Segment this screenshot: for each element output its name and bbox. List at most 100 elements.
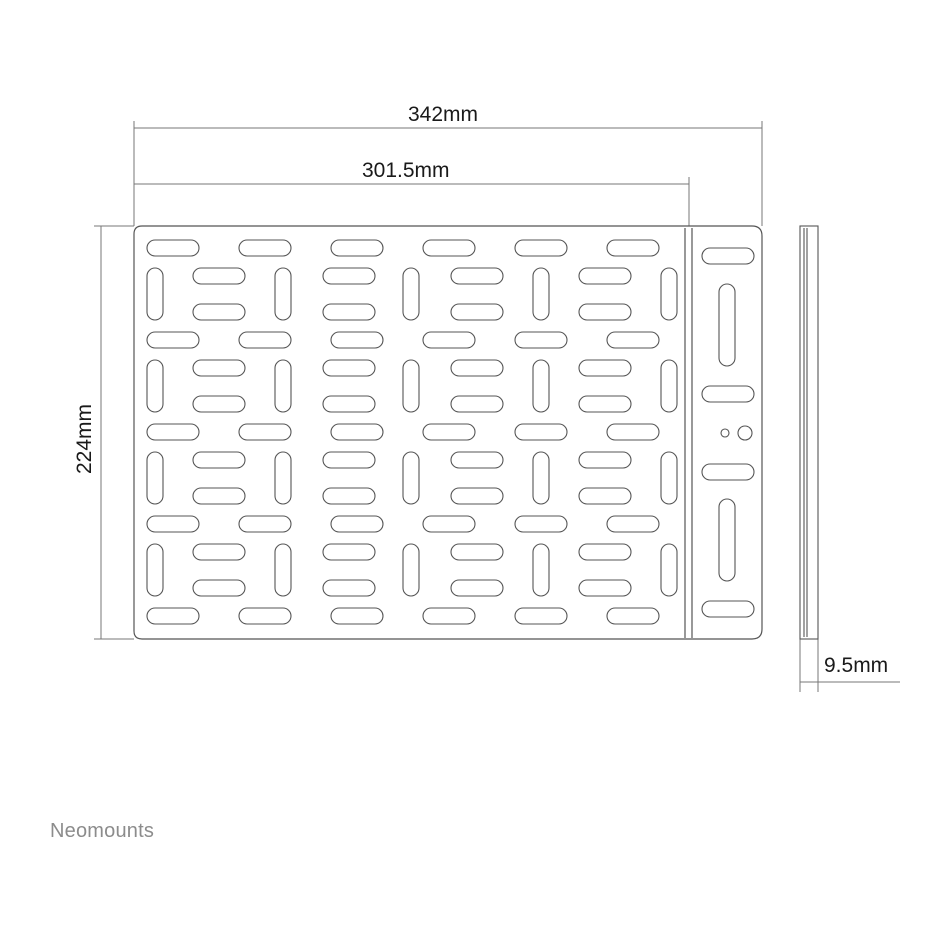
horizontal-slot (450, 579, 504, 597)
dimension-lines (94, 121, 900, 692)
vertical-slot (402, 451, 420, 505)
horizontal-slot (450, 395, 504, 413)
vertical-slot (660, 267, 678, 321)
horizontal-slot (606, 331, 660, 349)
brand-logo: Neomounts (50, 820, 155, 842)
plate (133, 225, 763, 640)
horizontal-slot (322, 487, 376, 505)
horizontal-slot (450, 487, 504, 505)
horizontal-slot (330, 423, 384, 441)
vertical-slot (532, 267, 550, 321)
horizontal-slot (701, 600, 755, 618)
vertical-slot (660, 543, 678, 597)
horizontal-slot (578, 579, 632, 597)
horizontal-slot (238, 239, 292, 257)
horizontal-slot (192, 451, 246, 469)
horizontal-slot (322, 543, 376, 561)
horizontal-slot (578, 451, 632, 469)
vertical-slot (146, 543, 164, 597)
dimension-height: 224mm (73, 403, 96, 474)
horizontal-slot (422, 423, 476, 441)
horizontal-slot (514, 239, 568, 257)
vertical-slot (146, 359, 164, 413)
horizontal-slot (606, 423, 660, 441)
horizontal-slot (701, 385, 755, 403)
horizontal-slot (578, 267, 632, 285)
horizontal-slot (514, 423, 568, 441)
horizontal-slot (701, 247, 755, 265)
vertical-slot (274, 451, 292, 505)
horizontal-slot (238, 423, 292, 441)
horizontal-slot (450, 451, 504, 469)
slot-pattern (146, 239, 755, 625)
horizontal-slot (606, 515, 660, 533)
horizontal-slot (330, 515, 384, 533)
horizontal-slot (192, 579, 246, 597)
vertical-slot (274, 543, 292, 597)
horizontal-slot (422, 239, 476, 257)
dimension-inner-width: 301.5mm (362, 159, 450, 182)
vertical-slot (274, 359, 292, 413)
horizontal-slot (450, 359, 504, 377)
vertical-slot (146, 451, 164, 505)
horizontal-slot (606, 607, 660, 625)
horizontal-slot (606, 239, 660, 257)
vertical-slot (402, 359, 420, 413)
dimension-thickness: 9.5mm (824, 654, 889, 677)
horizontal-slot (192, 303, 246, 321)
horizontal-slot (422, 607, 476, 625)
vertical-slot (532, 543, 550, 597)
horizontal-slot (146, 423, 200, 441)
horizontal-slot (330, 331, 384, 349)
vertical-slot (718, 283, 736, 367)
horizontal-slot (514, 331, 568, 349)
horizontal-slot (322, 395, 376, 413)
horizontal-slot (192, 395, 246, 413)
mount-holes (720, 425, 753, 441)
horizontal-slot (238, 607, 292, 625)
horizontal-slot (192, 267, 246, 285)
horizontal-slot (514, 607, 568, 625)
large-hole (737, 425, 753, 441)
horizontal-slot (330, 607, 384, 625)
horizontal-slot (422, 331, 476, 349)
horizontal-slot (146, 239, 200, 257)
horizontal-slot (701, 463, 755, 481)
vertical-slot (146, 267, 164, 321)
horizontal-slot (578, 395, 632, 413)
horizontal-slot (578, 359, 632, 377)
vertical-slot (532, 359, 550, 413)
horizontal-slot (238, 331, 292, 349)
small-hole (720, 428, 730, 438)
horizontal-slot (322, 303, 376, 321)
horizontal-slot (322, 451, 376, 469)
side-profile (799, 225, 819, 640)
horizontal-slot (578, 303, 632, 321)
horizontal-slot (330, 239, 384, 257)
horizontal-slot (192, 487, 246, 505)
horizontal-slot (322, 579, 376, 597)
horizontal-slot (578, 487, 632, 505)
horizontal-slot (192, 543, 246, 561)
horizontal-slot (192, 359, 246, 377)
horizontal-slot (238, 515, 292, 533)
horizontal-slot (422, 515, 476, 533)
horizontal-slot (450, 543, 504, 561)
horizontal-slot (146, 607, 200, 625)
vertical-slot (660, 359, 678, 413)
horizontal-slot (146, 331, 200, 349)
horizontal-slot (450, 267, 504, 285)
horizontal-slot (322, 267, 376, 285)
vertical-slot (274, 267, 292, 321)
dimension-total-width: 342mm (408, 103, 479, 126)
horizontal-slot (578, 543, 632, 561)
horizontal-slot (514, 515, 568, 533)
vertical-slot (532, 451, 550, 505)
vertical-slot (402, 267, 420, 321)
horizontal-slot (322, 359, 376, 377)
vertical-slot (402, 543, 420, 597)
horizontal-slot (146, 515, 200, 533)
horizontal-slot (450, 303, 504, 321)
vertical-slot (660, 451, 678, 505)
